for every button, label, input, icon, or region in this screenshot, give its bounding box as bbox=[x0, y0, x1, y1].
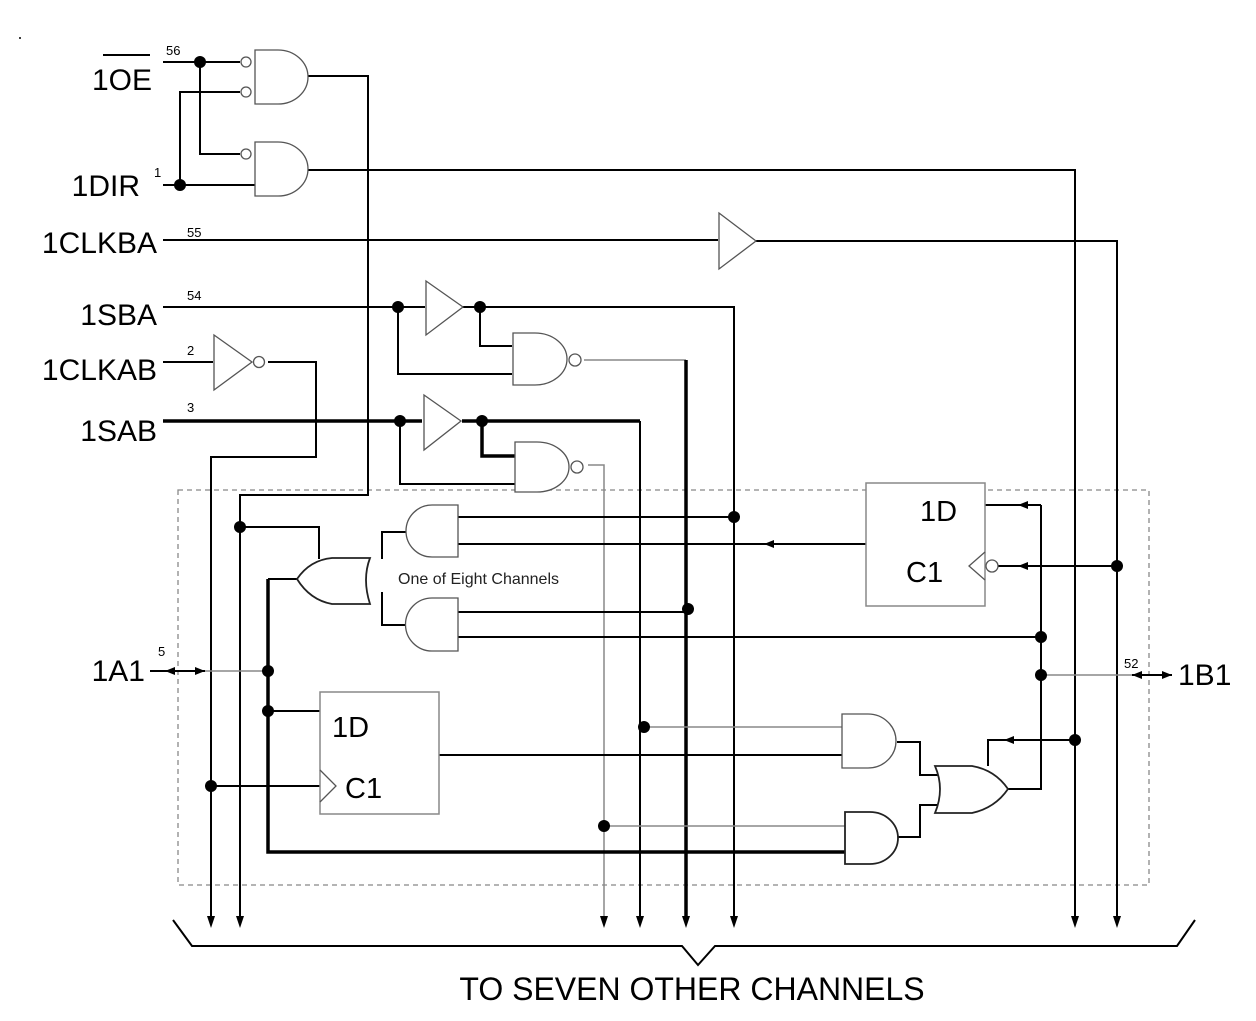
down-arrows bbox=[207, 916, 1121, 928]
b1-bidir-arrow bbox=[1132, 671, 1172, 679]
label-1sba: 1SBA bbox=[80, 299, 157, 332]
pin-54: 54 bbox=[187, 288, 201, 303]
label-1clkba: 1CLKBA bbox=[42, 227, 157, 260]
pin-1: 1 bbox=[154, 165, 161, 180]
label-1dir: 1DIR bbox=[72, 170, 140, 203]
or-gate-right bbox=[933, 765, 1010, 814]
buffer-clkba bbox=[718, 211, 758, 271]
flipflop-ab: 1D C1 bbox=[319, 691, 440, 815]
and-gate-oe bbox=[240, 49, 309, 105]
inverter-clkab bbox=[213, 333, 266, 392]
nand-gate-sab bbox=[514, 441, 584, 493]
footer-label: TO SEVEN OTHER CHANNELS bbox=[459, 971, 924, 1007]
channel-brace bbox=[172, 919, 1196, 967]
and-gate-lower-lower bbox=[844, 811, 899, 865]
signal-labels: 1OE 56 1DIR 1 1CLKBA 55 1SBA 54 1CLKAB 2… bbox=[42, 43, 1231, 692]
a1-bidir-arrow bbox=[150, 667, 205, 675]
stray-dot bbox=[19, 37, 21, 39]
arrowheads bbox=[764, 501, 1028, 744]
ff-ab-d-label: 1D bbox=[332, 712, 369, 744]
label-1a1: 1A1 bbox=[92, 655, 145, 688]
label-1b1: 1B1 bbox=[1178, 659, 1231, 692]
nand-gate-sba bbox=[512, 332, 582, 386]
pin-3: 3 bbox=[187, 400, 194, 415]
pin-55: 55 bbox=[187, 225, 201, 240]
buffer-sba bbox=[425, 279, 465, 337]
junctions bbox=[174, 56, 1123, 832]
buffer-sab bbox=[423, 393, 463, 452]
label-1clkab: 1CLKAB bbox=[42, 354, 157, 387]
and-gate-dir bbox=[240, 141, 309, 197]
and-gate-lower-upper bbox=[841, 713, 897, 769]
channel-note: One of Eight Channels bbox=[398, 571, 559, 588]
pin-56: 56 bbox=[166, 43, 180, 58]
flipflop-ba: 1D C1 bbox=[865, 482, 999, 607]
and-gate-inner-upper bbox=[405, 504, 459, 558]
ff-ba-c-label: C1 bbox=[906, 557, 943, 589]
ff-ba-d-label: 1D bbox=[920, 496, 957, 528]
pin-5: 5 bbox=[158, 644, 165, 659]
label-1sab: 1SAB bbox=[80, 415, 157, 448]
or-gate-left bbox=[295, 557, 372, 605]
ff-ab-c-label: C1 bbox=[345, 773, 382, 805]
pin-2: 2 bbox=[187, 343, 194, 358]
pin-52: 52 bbox=[1124, 656, 1138, 671]
label-1oe: 1OE bbox=[92, 64, 152, 97]
and-gate-inner-lower bbox=[404, 597, 459, 652]
